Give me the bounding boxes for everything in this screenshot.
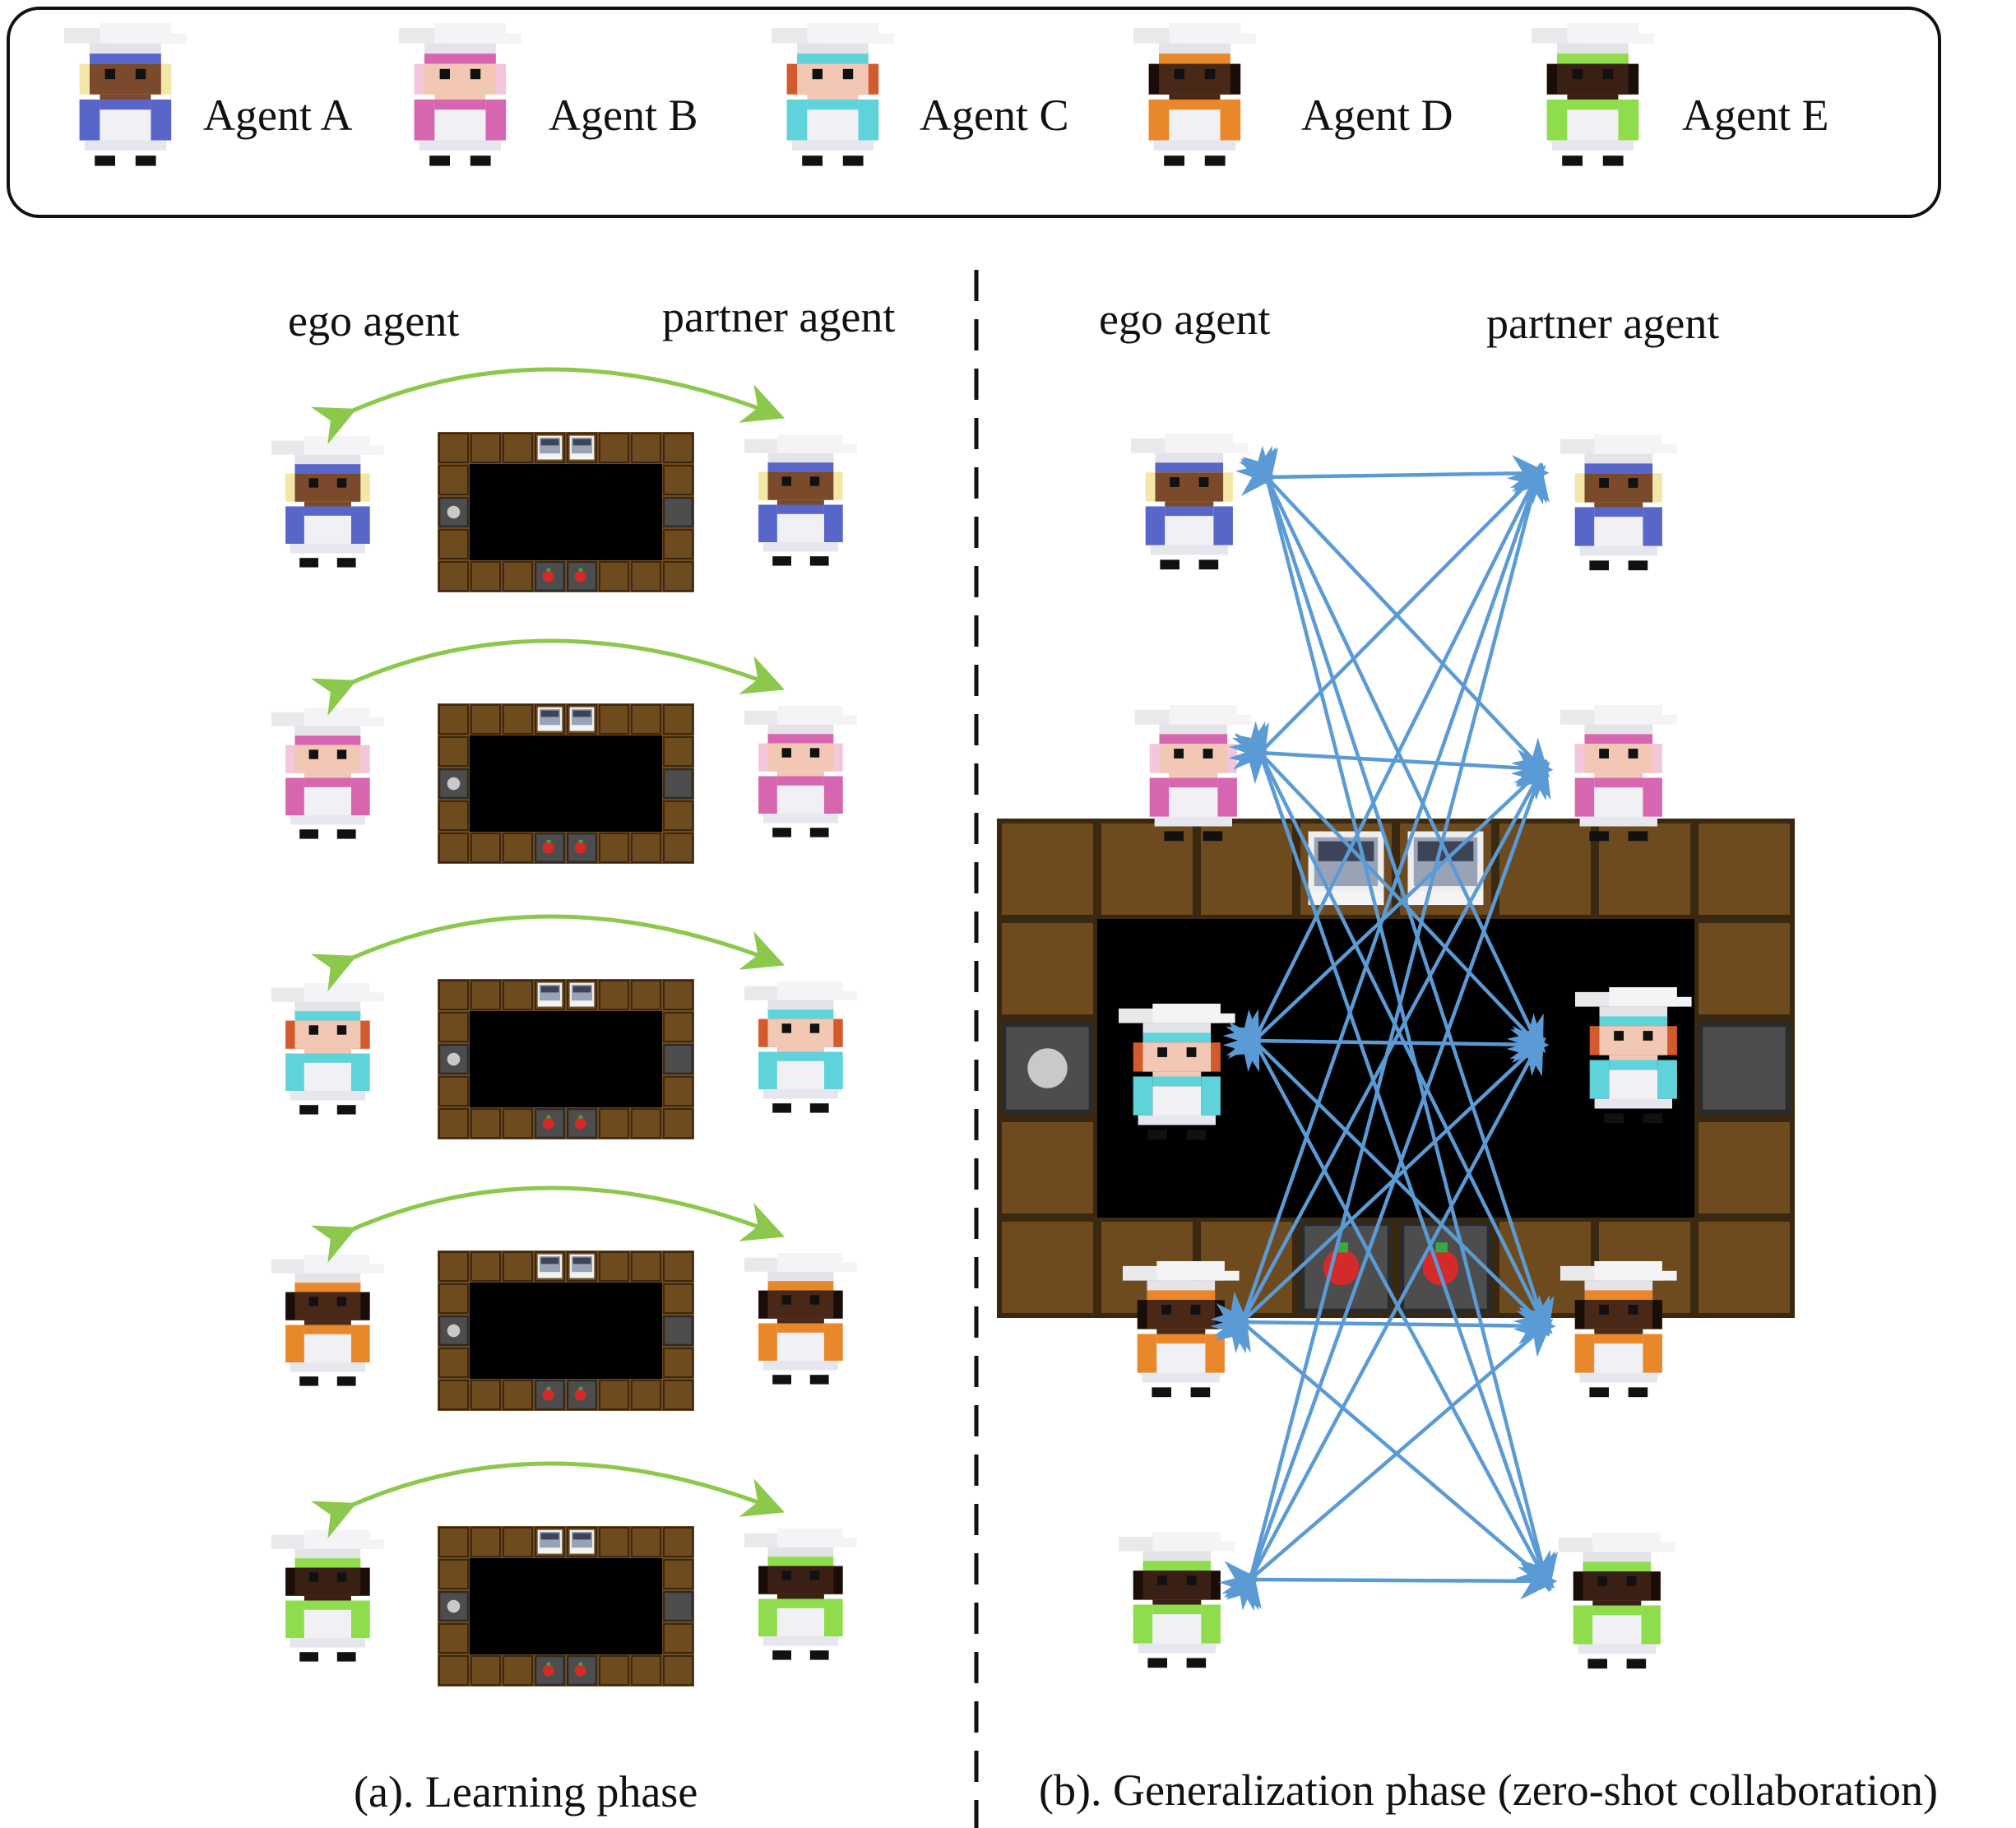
learning-ego-c-icon [271,983,384,1115]
generalization-arrows [1210,445,1559,1612]
learning-arrow-2 [310,638,785,717]
generalization-ego-c-icon [1119,1004,1235,1140]
learning-row-2 [271,638,857,864]
learning-partner-a-icon [744,434,857,566]
learning-phase [271,367,857,1686]
generalization-arrow-5-4 [1218,1319,1554,1611]
legend-agent-b-icon [399,23,521,166]
generalization-partner-d-icon [1560,1261,1677,1398]
learning-ego-a-icon [271,436,384,568]
learning-partner-label: partner agent [662,292,895,341]
generalization-arrow-4-4 [1216,1303,1556,1345]
learning-row-4 [271,1185,857,1411]
legend-agent-e-label: Agent E [1682,90,1828,140]
generalization-partner-label: partner agent [1486,299,1719,348]
legend-agent-a-label: Agent A [203,90,353,140]
legend: Agent A Agent B Agent C Agent D Agent E [64,23,1828,166]
learning-partner-d-icon [744,1253,857,1385]
learning-ego-b-icon [271,708,384,839]
learning-row-1 [271,367,857,592]
learning-kitchen-2 [438,703,694,864]
learning-kitchen-4 [438,1250,694,1411]
generalization-agents [1119,434,1692,1669]
generalization-partner-e-icon [1559,1533,1675,1669]
generalization-partner-a-icon [1560,434,1677,571]
learning-ego-e-icon [271,1530,384,1662]
learning-arrow-3 [310,914,785,992]
learning-partner-e-icon [744,1529,857,1660]
learning-row-5 [271,1461,857,1686]
learning-kitchen-3 [438,979,694,1139]
legend-agent-b-label: Agent B [549,90,698,140]
legend-agent-d-icon [1133,23,1256,166]
learning-ego-label: ego agent [288,296,459,346]
learning-partner-b-icon [744,706,857,837]
legend-agent-c-icon [772,23,894,166]
generalization-ego-label: ego agent [1099,295,1270,344]
generalization-ego-a-icon [1131,434,1248,570]
learning-row-3 [271,914,857,1139]
learning-partner-c-icon [744,981,857,1113]
generalization-ego-e-icon [1119,1532,1235,1668]
legend-agent-c-label: Agent C [920,90,1069,140]
learning-kitchen-1 [438,432,694,592]
legend-agent-a-icon [64,23,187,166]
learning-kitchen-5 [438,1526,694,1686]
legend-agent-e-icon [1532,23,1654,166]
generalization-caption: (b). Generalization phase (zero-shot col… [1039,1765,1938,1815]
generalization-arrow-1-1 [1240,454,1550,496]
generalization-arrow-5-5 [1224,1561,1558,1600]
generalization-partner-c-icon [1575,987,1692,1124]
learning-ego-d-icon [271,1255,384,1386]
learning-arrow-1 [310,367,785,445]
learning-arrow-4 [310,1185,785,1264]
legend-agent-d-label: Agent D [1301,90,1453,140]
generalization-partner-b-icon [1560,705,1677,842]
learning-arrow-5 [310,1461,785,1539]
learning-caption: (a). Learning phase [354,1767,697,1816]
